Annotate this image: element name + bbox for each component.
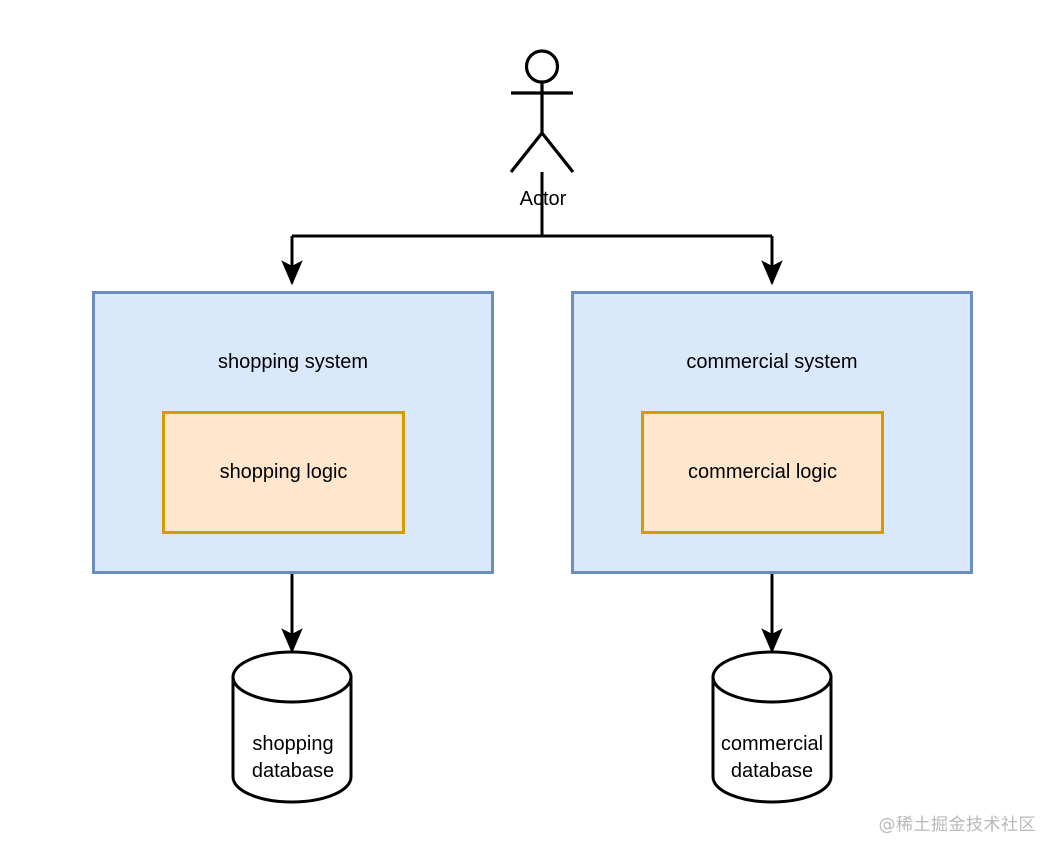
shopping-database-body <box>231 675 353 804</box>
actor-leg-right-line <box>540 132 575 173</box>
actor-head-icon <box>524 49 560 84</box>
shopping-database-top-ellipse <box>231 650 353 704</box>
actor-icon <box>509 49 575 173</box>
connector-systems-to-databases <box>281 574 783 654</box>
commercial-database-cylinder[interactable] <box>711 650 833 804</box>
actor-leg-left-line <box>509 132 544 173</box>
watermark-text: @稀土掘金技术社区 <box>878 815 1036 835</box>
commercial-database-top-ellipse <box>711 650 833 704</box>
shopping-database-cylinder[interactable] <box>231 650 353 804</box>
connector-actor-to-systems <box>281 172 783 286</box>
commercial-database-body <box>711 675 833 804</box>
shopping-logic-box[interactable] <box>162 411 405 534</box>
commercial-logic-box[interactable] <box>641 411 884 534</box>
